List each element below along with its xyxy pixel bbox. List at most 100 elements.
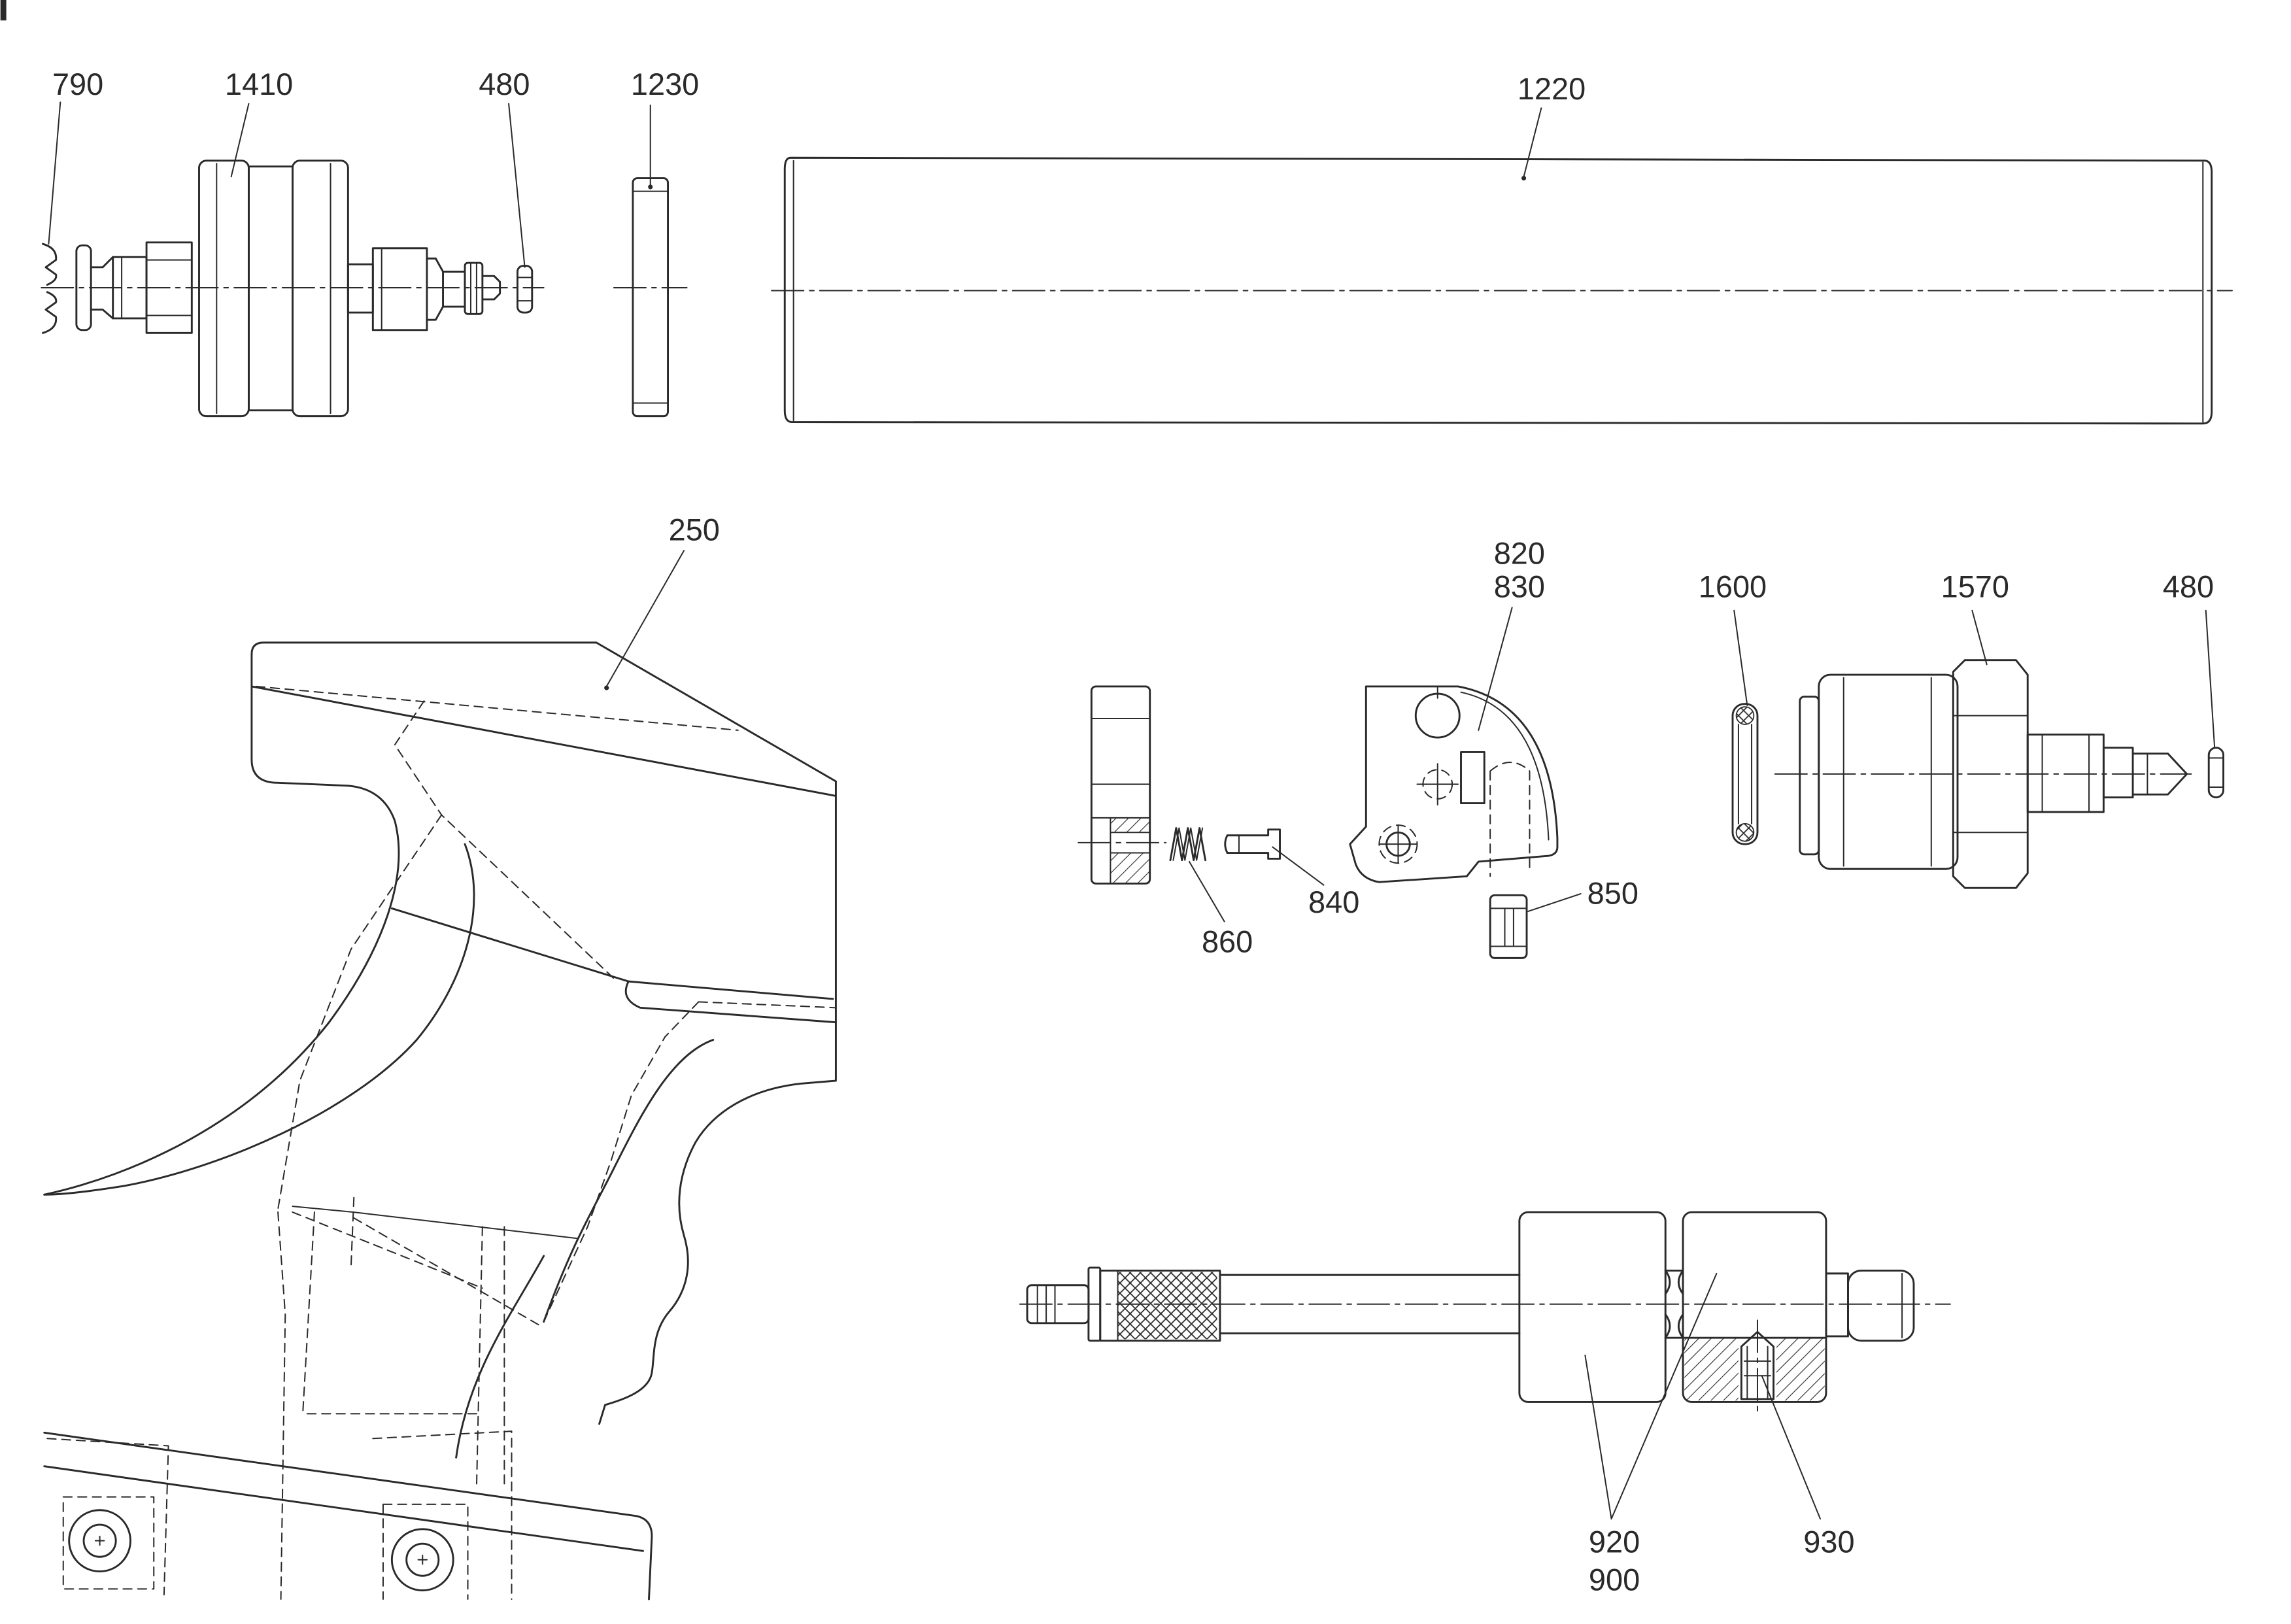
callout-250: 250: [669, 513, 720, 547]
leader-line-1410: [230, 103, 250, 178]
stem-edges: [2041, 734, 2090, 813]
callout-900: 900: [1589, 1563, 1640, 1597]
part-480-right: 480: [2163, 570, 2225, 799]
plate-slot: [1460, 751, 1485, 805]
set-screw-threads: [1489, 907, 1528, 947]
part-1570: 1570: [1774, 570, 2192, 889]
leader-line-850: [1527, 893, 1582, 912]
grip-inner-line: [292, 1206, 579, 1240]
valve-body: [1818, 673, 1959, 870]
flange: [75, 244, 92, 331]
neck: [90, 256, 114, 320]
shaft-end-right: [1847, 1269, 1915, 1342]
part-850: 850: [1489, 877, 1638, 959]
part-820-830: 820 830: [1349, 536, 1559, 883]
hidden-line: [372, 1430, 513, 1600]
hidden-line: [394, 700, 615, 979]
leader-dot: [648, 184, 653, 190]
plate-edge-offset: [1460, 691, 1550, 841]
hidden-line: [292, 1211, 542, 1327]
o-ring-inner-lines: [1737, 723, 1753, 824]
shaft-body-right: [371, 247, 428, 331]
part-920-900-930: 920 900 930: [1019, 1211, 1951, 1597]
callout-1570: 1570: [1941, 570, 2009, 604]
spring-clip-outline: [42, 243, 58, 334]
bore-lines: [1091, 817, 1151, 885]
leader-line-920-right: [1610, 1272, 1718, 1520]
collar-lines: [469, 262, 477, 315]
grip-side-curve: [543, 1039, 715, 1323]
hidden-line: [277, 1196, 505, 1600]
pin-lines: [517, 277, 533, 302]
set-screw-threads: [1743, 1345, 1772, 1400]
hole-crosshair: [1416, 763, 1459, 805]
tube-end-lines: [792, 160, 2204, 423]
leader-line-1570: [1971, 609, 1988, 666]
leader-line-820-830: [1478, 607, 1513, 731]
pin: [517, 265, 534, 314]
connecting-neck: [1664, 1269, 1684, 1339]
shaft-right: [347, 263, 374, 314]
part-790: 790: [42, 67, 103, 334]
rail-top-edge: [43, 1431, 653, 1600]
shaft-tip: [481, 275, 501, 301]
part-480-top: 480: [479, 67, 534, 314]
part-1600: 1600: [1699, 570, 1767, 845]
hex-flats: [1952, 715, 2029, 834]
grip-outline-top-right: [250, 641, 837, 1425]
grip-palm-edge: [624, 980, 837, 1024]
stem-neck: [2102, 747, 2134, 799]
shaft-collar: [464, 262, 484, 315]
leader-line-840: [1272, 846, 1325, 886]
part-840: 840: [1224, 828, 1359, 919]
hole-crosshair: [1378, 824, 1418, 864]
shaft-stub: [442, 271, 466, 308]
ring-chamfers: [632, 190, 669, 404]
leader-line-920-left: [1584, 1354, 1612, 1520]
face-disc: [1799, 696, 1820, 856]
stub-threads: [1036, 1284, 1056, 1324]
ring-outline: [632, 177, 669, 418]
weight-cylinder-left: [1518, 1211, 1667, 1403]
block-edges: [1091, 718, 1151, 785]
part-860: 860: [1169, 827, 1253, 958]
corner-mark: [0, 0, 7, 21]
callout-1600: 1600: [1699, 570, 1767, 604]
part-1410: 1410: [41, 67, 545, 418]
body-edges: [1842, 677, 1932, 867]
callout-480-top: 480: [479, 67, 530, 101]
pin-lines: [2208, 757, 2224, 788]
wheel-left: [198, 160, 250, 418]
screw-socket-right: [405, 1542, 440, 1577]
wheel-right: [292, 160, 349, 418]
rail-lower-edge: [43, 1465, 645, 1552]
grip-outline-left: [43, 653, 400, 1196]
spring-coils-back: [1172, 827, 1204, 861]
leader-line-790: [48, 101, 61, 245]
leader-line-480-right: [2205, 609, 2216, 749]
callout-480-right: 480: [2163, 570, 2214, 604]
knurl-area: [1117, 1272, 1217, 1340]
wheel-groove: [247, 165, 294, 412]
callout-1230: 1230: [631, 67, 699, 101]
hidden-line: [277, 814, 443, 1210]
hidden-line: [1489, 762, 1531, 877]
hidden-line: [46, 1438, 169, 1596]
leader-dot: [604, 685, 609, 690]
leader-dot: [1521, 175, 1527, 181]
screw-center-left: [94, 1535, 105, 1546]
hex-flats: [146, 259, 193, 316]
hatch-area: [1110, 853, 1150, 884]
knurled-grip: [1099, 1269, 1221, 1342]
thumb-rest-curve: [43, 843, 475, 1196]
hatch-area: [1684, 1338, 1825, 1401]
leader-line-250: [605, 550, 685, 687]
hidden-line: [698, 1001, 837, 1009]
valve-stem: [2026, 734, 2105, 813]
callout-850: 850: [1587, 877, 1638, 911]
rod: [1219, 1274, 1521, 1334]
callout-830: 830: [1494, 570, 1545, 604]
leader-line-480-top: [508, 103, 526, 268]
screw-socket-left: [82, 1523, 117, 1558]
set-screw-outline: [1489, 894, 1528, 959]
